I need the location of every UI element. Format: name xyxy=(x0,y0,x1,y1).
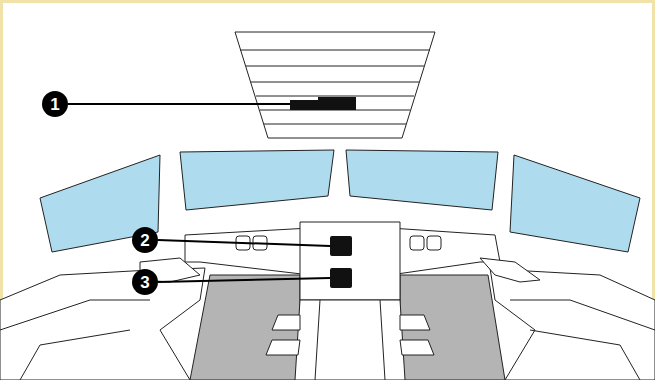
callout-number: 1 xyxy=(42,91,68,117)
callout-number: 2 xyxy=(132,227,158,253)
callout-number: 3 xyxy=(132,269,158,295)
